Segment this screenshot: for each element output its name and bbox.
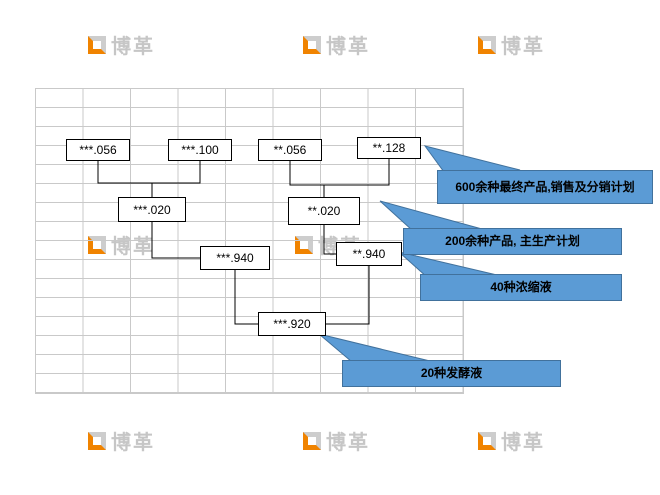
watermark-text: 博革 (501, 432, 545, 454)
diagram-node: ***.920 (258, 312, 326, 336)
diagram-node: **.940 (336, 242, 402, 266)
callout-label: 600余种最终产品,销售及分销计划 (437, 170, 653, 204)
boge-logo-icon (478, 431, 496, 450)
diagram-node: ***.020 (118, 197, 186, 222)
diagram-node: **.128 (357, 137, 421, 159)
watermark: 博革 (303, 30, 370, 59)
callout-label: 40种浓缩液 (420, 274, 622, 301)
watermark: 博革 (303, 426, 370, 455)
boge-logo-icon (303, 35, 321, 54)
watermark-text: 博革 (326, 432, 370, 454)
boge-logo-icon (303, 431, 321, 450)
spreadsheet-grid (35, 88, 464, 394)
diagram-node: ***.056 (66, 139, 130, 161)
diagram-node: **.020 (288, 197, 360, 225)
watermark: 博革 (88, 30, 155, 59)
watermark-text: 博革 (111, 432, 155, 454)
diagram-node: ***.100 (168, 139, 232, 161)
boge-logo-icon (88, 431, 106, 450)
callout-label: 200余种产品, 主生产计划 (403, 228, 622, 255)
diagram-node: **.056 (258, 139, 322, 161)
watermark: 博革 (88, 426, 155, 455)
watermark-text: 博革 (326, 36, 370, 58)
boge-logo-icon (478, 35, 496, 54)
boge-logo-icon (88, 35, 106, 54)
watermark-text: 博革 (501, 36, 545, 58)
diagram-node: ***.940 (200, 246, 270, 270)
watermark: 博革 (478, 30, 545, 59)
watermark-text: 博革 (111, 36, 155, 58)
callout-label: 20种发酵液 (342, 360, 561, 387)
watermark: 博革 (478, 426, 545, 455)
